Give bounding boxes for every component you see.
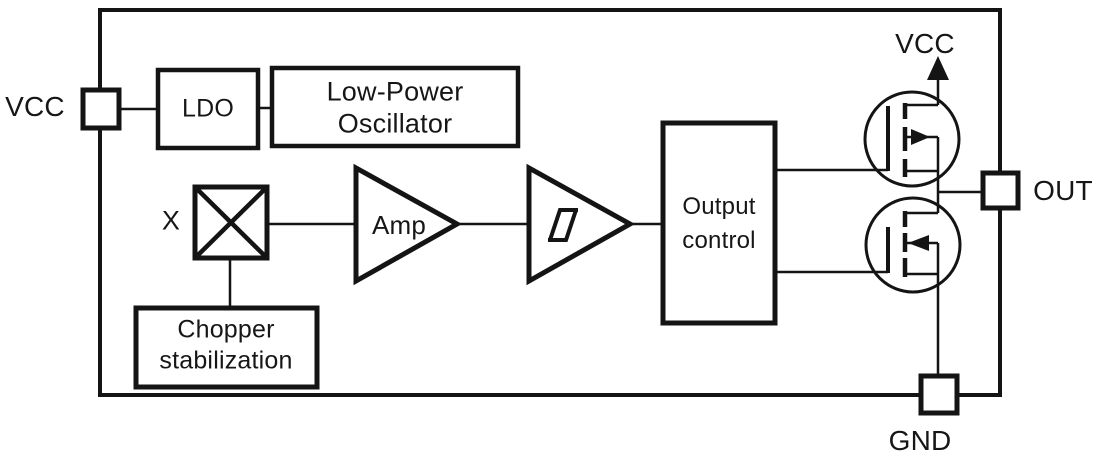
oscillator-block <box>269 65 521 149</box>
out-label: OUT <box>1033 175 1093 206</box>
pmos-transistor-icon <box>886 78 940 213</box>
chopper-label-line1: Chopper <box>177 315 275 344</box>
x-input-label: X <box>161 205 181 236</box>
chopper-label-line2: stabilization <box>159 346 293 375</box>
oscillator-label-line1: Low-Power <box>326 76 464 107</box>
chopper-block <box>133 305 320 390</box>
vcc-arrowhead <box>927 56 949 80</box>
schmitt-trigger-icon <box>526 163 636 286</box>
oscillator-label-line2: Oscillator <box>337 108 453 139</box>
out-pad <box>980 170 1021 211</box>
output-control-block <box>660 120 778 326</box>
output-control-label-line2: control <box>682 227 756 254</box>
schmitt-triangle <box>526 163 636 286</box>
amp-label: Amp <box>371 210 427 240</box>
arrow-up-icon <box>927 56 949 80</box>
gnd-label: GND <box>888 425 952 456</box>
nmos-body-arrow <box>908 235 929 251</box>
hysteresis-glyph <box>548 208 578 242</box>
multiplier-cross <box>193 185 269 260</box>
vcc-top-label: VCC <box>895 28 955 59</box>
amp-triangle-icon <box>353 163 463 286</box>
nmos-transistor-icon <box>886 211 940 378</box>
vcc-left-label: VCC <box>5 91 65 122</box>
ldo-label: LDO <box>181 94 235 123</box>
vcc-left-pad <box>80 87 122 131</box>
wires <box>119 106 983 308</box>
pmos-body-arrow <box>911 129 930 145</box>
gnd-pad <box>918 373 960 416</box>
multiplier-icon <box>192 184 270 261</box>
output-control-label-line1: Output <box>682 193 756 220</box>
